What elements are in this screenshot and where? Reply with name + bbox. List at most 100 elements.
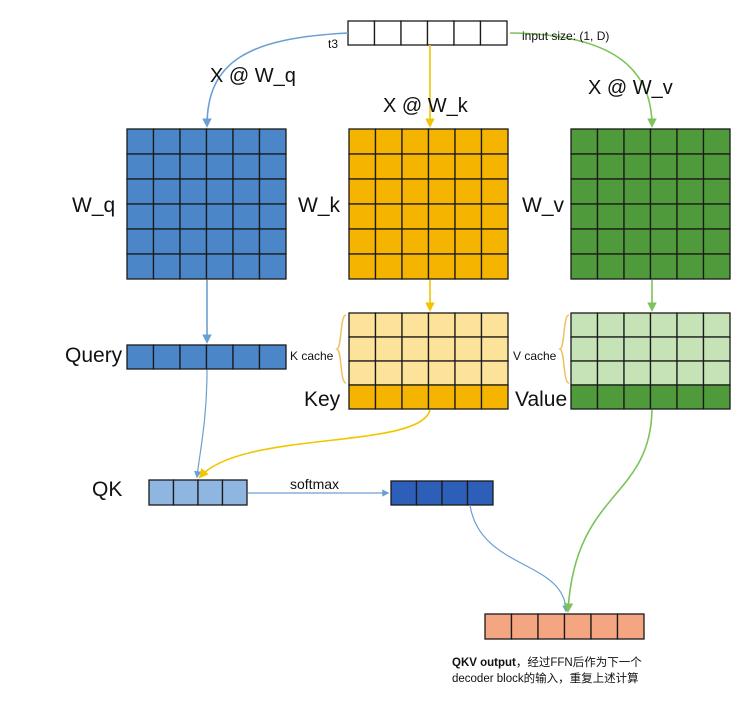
matrix-wk-cell [374,153,403,180]
matrix-wq-cell [179,153,208,180]
matrix-wv-cell [649,178,678,205]
key-matrix [348,312,509,410]
output-note-rest: ，经过FFN后作为下一个 [515,657,642,669]
value-matrix-cell [649,336,678,362]
matrix-wv [570,128,731,280]
matrix-wv-cell [676,228,705,255]
matrix-wk-cell [401,228,430,255]
matrix-wv-cell [623,153,652,180]
matrix-wq-cell [258,203,287,230]
matrix-wk-cell [348,203,377,230]
matrix-wk-cell [480,253,509,280]
input-vector-cell [426,20,455,46]
matrix-wk-cell [427,228,456,255]
matrix-wk-cell [348,253,377,280]
value-matrix-cell [623,312,652,338]
op-v-label: X @ W_v [588,77,673,99]
matrix-wk [348,128,509,280]
matrix-wq-cell [179,128,208,155]
output-note-bold: QKV output [452,657,516,669]
matrix-wv-cell [702,153,731,180]
matrix-wk-cell [401,203,430,230]
matrix-wq-cell [258,128,287,155]
input-size-label: input size: (1, D) [522,29,610,43]
key-matrix-cell [454,312,483,338]
matrix-wk-cell [374,253,403,280]
matrix-wv-cell [676,253,705,280]
input-token-label: t3 [328,37,339,51]
matrix-wq-cell [126,128,155,155]
query-vector-cell [126,344,155,370]
value-matrix-cell [676,360,705,386]
key-matrix-cell [454,360,483,386]
matrix-wq-cell [258,228,287,255]
matrix-wk-cell [454,128,483,155]
key-matrix-cell [427,336,456,362]
matrix-wq-cell [258,153,287,180]
matrix-wk-cell [427,153,456,180]
value-matrix-cell [596,336,625,362]
input-vector-cell [400,20,429,46]
value-matrix-cell [596,384,625,410]
key-matrix-cell [480,384,509,410]
value-matrix-cell [596,312,625,338]
matrix-wk-cell [348,178,377,205]
matrix-wk-cell [401,178,430,205]
key-matrix-cell [480,360,509,386]
matrix-wq-cell [179,253,208,280]
matrix-wv-cell [649,253,678,280]
output-note-line2: decoder block的输入，重复上述计算 [452,673,639,685]
matrix-wv-cell [596,153,625,180]
matrix-wk-cell [454,253,483,280]
matrix-wq [126,128,287,280]
value-matrix-cell [649,360,678,386]
qk-vector [148,479,248,506]
key-label: Key [304,388,341,411]
query-vector-cell [205,344,234,370]
matrix-wv-cell [570,128,599,155]
matrix-wv-cell [570,228,599,255]
arrow-softmax-to-output [469,504,570,613]
value-matrix-cell [596,360,625,386]
output-vector-cell [590,613,619,640]
matrix-wv-cell [649,228,678,255]
matrix-wq-cell [232,153,261,180]
matrix-wq-cell [232,203,261,230]
matrix-wk-cell [348,153,377,180]
key-matrix-cell [348,336,377,362]
arrow-query-to-qk [194,369,208,479]
output-vector-cell [616,613,645,640]
softmax-vector-cell [390,480,418,506]
matrix-wk-cell [480,178,509,205]
softmax-vector-cell [415,480,443,506]
matrix-wv-cell [676,178,705,205]
v-cache-label: V cache [513,349,557,363]
arrow-input-to-wq [202,32,349,128]
matrix-wk-cell [374,203,403,230]
op-q-label: X @ W_q [210,65,296,87]
matrix-wq-cell [205,128,234,155]
matrix-wv-cell [623,128,652,155]
value-matrix-cell [570,360,599,386]
key-matrix-cell [454,384,483,410]
matrix-wk-cell [427,178,456,205]
input-vector [347,20,508,46]
matrix-wq-cell [232,253,261,280]
matrix-wq-cell [126,203,155,230]
matrix-wv-label: W_v [522,194,564,217]
cache-brackets [335,314,570,384]
output-vector [484,613,645,640]
matrix-wk-cell [480,203,509,230]
output-vector-cell [563,613,592,640]
key-matrix-cell [401,384,430,410]
matrix-wv-cell [596,253,625,280]
k-cache-bracket [335,314,347,384]
value-matrix-cell [676,336,705,362]
matrix-grids [126,20,731,640]
value-matrix-cell [676,384,705,410]
matrix-wq-cell [205,178,234,205]
key-matrix-cell [401,360,430,386]
flow-arrows [194,32,657,613]
matrix-wk-cell [401,128,430,155]
